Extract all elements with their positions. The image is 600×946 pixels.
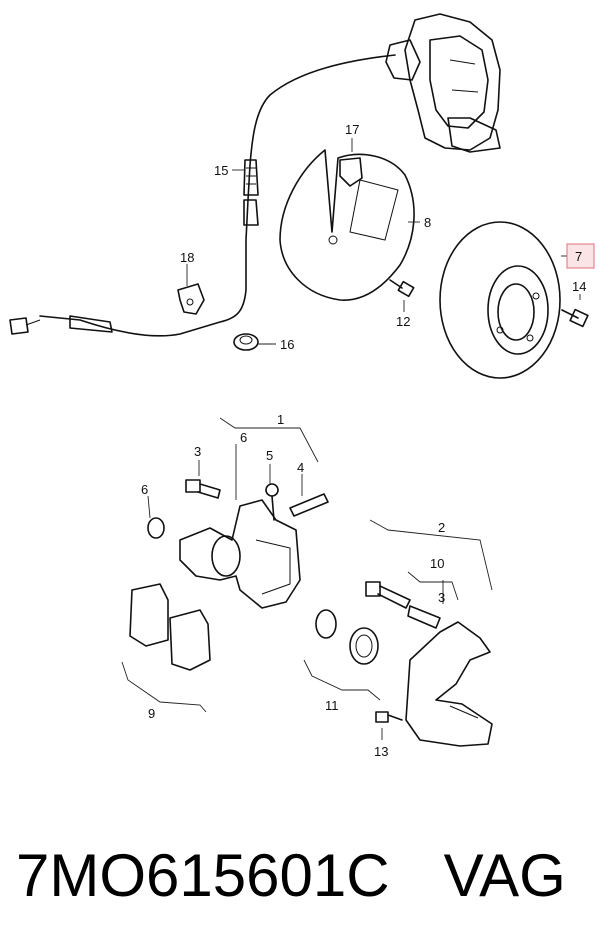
rubber-grommet [233, 333, 259, 351]
highlight-box [566, 243, 595, 269]
guide-pins [365, 581, 441, 629]
bolt-3 [185, 479, 221, 499]
part-number: 7MO615601C [16, 842, 390, 909]
label-6b: 6 [141, 482, 148, 497]
label-16: 16 [280, 337, 294, 352]
label-5: 5 [266, 448, 273, 463]
label-7: 7 [575, 249, 582, 264]
brake-caliper-top [385, 13, 501, 153]
splash-shield [279, 149, 415, 301]
dust-cap [147, 517, 165, 539]
brake-cable [9, 54, 396, 337]
caliper-carrier [405, 621, 493, 747]
label-4: 4 [297, 460, 304, 475]
label-3b: 3 [438, 590, 445, 605]
label-13: 13 [374, 744, 388, 759]
label-9: 9 [148, 706, 155, 721]
label-17: 17 [345, 122, 359, 137]
brand-name: VAG [443, 842, 566, 909]
label-8: 8 [424, 215, 431, 230]
guide-pin-4 [289, 493, 329, 517]
bolt-13 [375, 711, 403, 723]
label-14: 14 [572, 279, 586, 294]
label-3a: 3 [194, 444, 201, 459]
bolt-14 [561, 308, 589, 328]
part-number-footer: 7MO615601C VAG [16, 836, 596, 916]
caliper-housing [179, 499, 301, 609]
brake-pads [129, 583, 211, 671]
seal-kit [315, 609, 379, 665]
retaining-clip [339, 157, 363, 187]
cable-bracket [177, 283, 205, 315]
label-6a: 6 [240, 430, 247, 445]
exploded-parts-diagram: 15 17 18 8 16 12 7 14 1 6 3 5 4 6 2 10 3… [9, 13, 595, 759]
label-11: 11 [325, 698, 339, 713]
label-1: 1 [277, 412, 284, 427]
label-2: 2 [438, 520, 445, 535]
label-15: 15 [214, 163, 228, 178]
bolt-12 [389, 279, 415, 298]
brake-disc [439, 221, 561, 379]
label-18: 18 [180, 250, 194, 265]
label-12: 12 [396, 314, 410, 329]
label-10: 10 [430, 556, 444, 571]
